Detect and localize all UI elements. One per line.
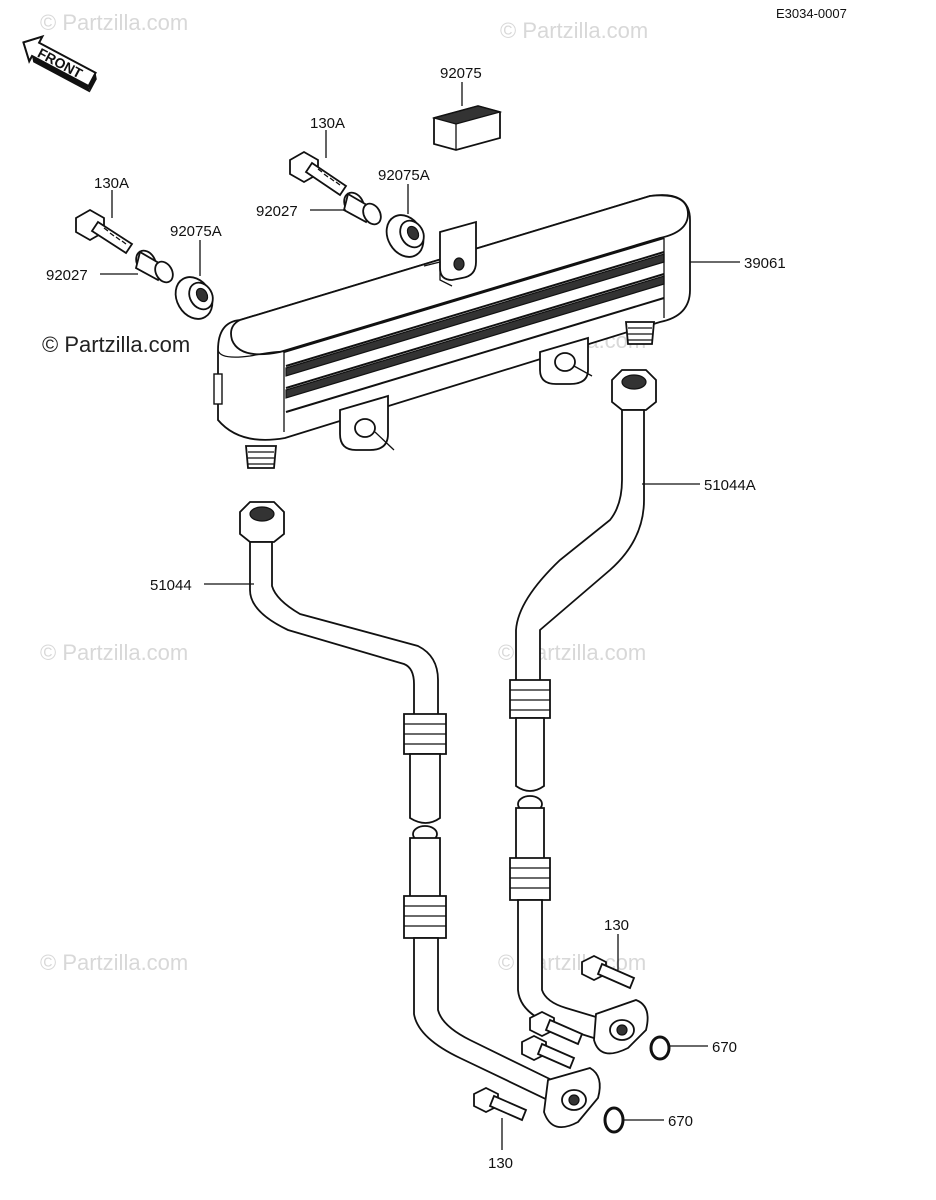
collar-92027-right [342,191,382,226]
watermark: © Partzilla.com [40,640,188,665]
bolt-130a-left [75,208,134,255]
callout-grommet-right: 92075A [378,167,430,184]
watermark: © Partzilla.com [500,18,648,43]
callout-bolt-left: 130A [94,175,129,192]
callout-bolt-right: 130A [310,115,345,132]
callout-pipe-right: 51044A [704,477,756,494]
callout-bolt-bottom-left: 130 [488,1155,513,1172]
callout-pad: 92075 [440,65,482,82]
collar-92027-left [134,249,174,284]
callout-collar-left: 92027 [46,267,88,284]
front-arrow-icon: FRONT [22,34,97,93]
callout-oring-right: 670 [712,1039,737,1056]
callout-oring-left: 670 [668,1113,693,1130]
grommet-92075a-right [385,214,425,258]
o-ring [649,1035,671,1061]
o-ring [603,1106,625,1134]
oil-pipe-51044a [509,369,657,1055]
oil-cooler [213,194,691,469]
bolt-130 [581,954,636,990]
bolt-130a-right [289,150,348,197]
bolt-130 [521,1034,576,1070]
rubber-pad [431,105,503,151]
callout-bolt-bottom-right: 130 [604,917,629,934]
watermark: © Partzilla.com [40,950,188,975]
callout-cooler: 39061 [744,255,786,272]
callout-collar-right: 92027 [256,203,298,220]
watermark-main: © Partzilla.com [42,332,190,357]
diagram-code: E3034-0007 [776,6,847,21]
bolt-130 [473,1086,528,1122]
bolt-130 [529,1010,584,1046]
callout-pipe-left: 51044 [150,577,192,594]
callout-grommet-left: 92075A [170,223,222,240]
grommet-92075a-left [174,276,214,320]
oil-pipe-51044 [239,501,601,1129]
watermark: © Partzilla.com [40,10,188,35]
